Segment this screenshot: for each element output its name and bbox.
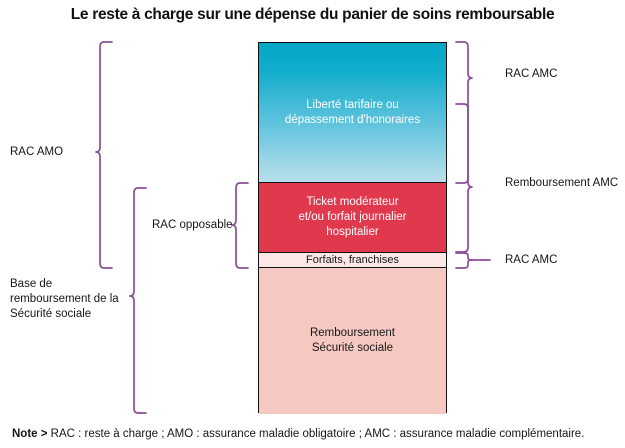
bar-segment-remboursement-secu-line1: Remboursement [309, 327, 395, 340]
bracket-rac-amc-top [455, 41, 473, 184]
label-rac-amc-bottom: RAC AMC [505, 254, 558, 266]
bar-segment-remboursement-secu-line2: Sécurité sociale [311, 342, 394, 354]
bar-segment-liberte-tarifaire-line2: dépassement d'honoraires [284, 113, 421, 126]
label-rac-amc-top: RAC AMC [505, 68, 558, 80]
bar-segment-ticket-moderateur-line2: et/ou forfait journalier [298, 211, 407, 224]
label-remboursement-amc: Remboursement AMC [505, 177, 619, 189]
bar-segment-liberte-tarifaire: Liberté tarifaire ou dépassement d'honor… [259, 43, 446, 183]
bar-segment-ticket-moderateur: Ticket modérateur et/ou forfait journali… [259, 183, 446, 253]
bar-segment-remboursement-secu: Remboursement Sécurité sociale [259, 268, 446, 414]
label-rac-opposable: RAC opposable [152, 219, 233, 231]
bar-segment-ticket-moderateur-line1: Ticket modérateur [306, 196, 399, 209]
footnote-text: RAC : reste à charge ; AMO : assurance m… [50, 428, 585, 440]
bar-segment-liberte-tarifaire-line1: Liberté tarifaire ou [306, 98, 399, 111]
bar-segment-forfaits-franchises-label: Forfaits, franchises [306, 253, 399, 266]
stacked-bar: Liberté tarifaire ou dépassement d'honor… [258, 42, 447, 414]
footnote-prefix: Note > [12, 428, 48, 440]
bracket-rac-opposable [231, 182, 249, 269]
bracket-rac-amc-bottom [455, 252, 473, 269]
bar-segment-forfaits-franchises: Forfaits, franchises [259, 253, 446, 268]
bracket-rac-amo [95, 41, 113, 269]
bracket-base-remboursement [129, 187, 147, 414]
label-base-remboursement: Base de remboursement de la Sécurité soc… [10, 278, 119, 321]
footnote: Note > RAC : reste à charge ; AMO : assu… [12, 428, 584, 440]
bracket-remboursement-amc [455, 103, 473, 253]
bar-segment-ticket-moderateur-line3: hospitalier [326, 225, 379, 238]
label-rac-amo: RAC AMO [10, 146, 64, 158]
page-title: Le reste à charge sur une dépense du pan… [70, 6, 555, 23]
